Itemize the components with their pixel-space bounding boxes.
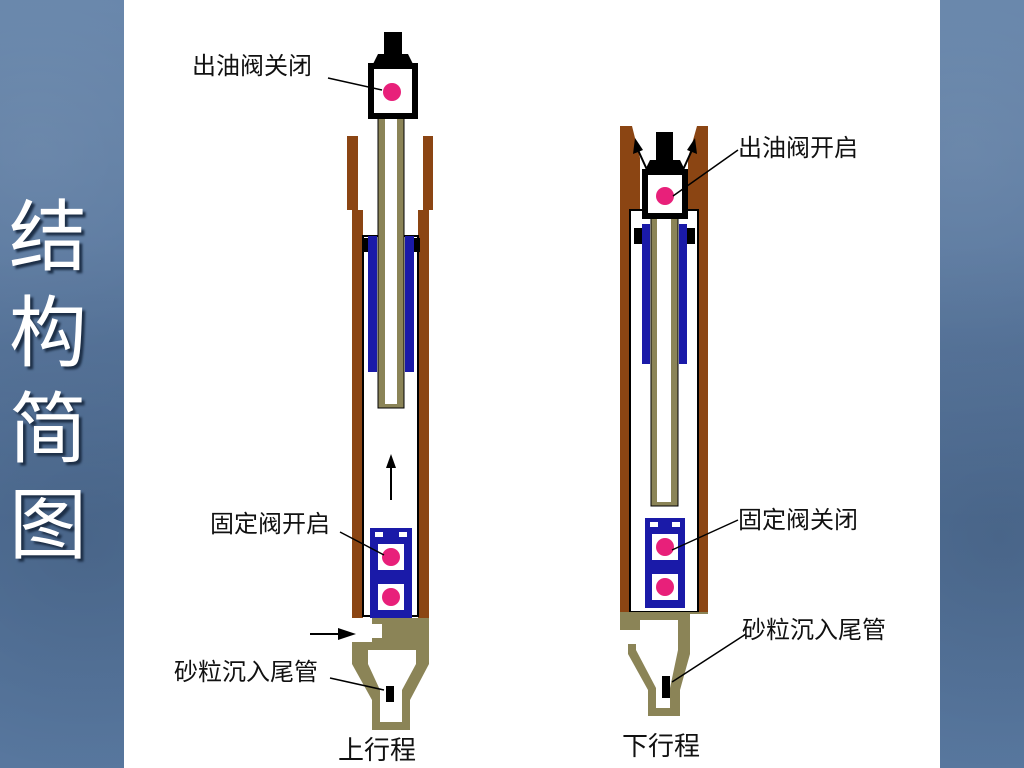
downstroke-valve-stem [656, 132, 673, 166]
upstroke-barrel-right-wall [418, 136, 433, 618]
leader-line [329, 677, 385, 691]
upstroke-discharge-ball [383, 83, 401, 101]
downstroke-valve-slot [650, 522, 658, 527]
leader-line [671, 633, 747, 683]
title-char: 结 [8, 193, 87, 283]
title-char: 简 [8, 385, 87, 475]
downstroke-plunger-collar-r [687, 228, 695, 244]
upstroke-sand-label: 砂粒沉入尾管 [174, 658, 318, 686]
downstroke-flow-arrowhead-left [633, 138, 643, 154]
upstroke-barrel-left-wall [347, 136, 363, 618]
upstroke-standing-ball-1 [382, 548, 400, 566]
upstroke-standing-ball-2 [382, 588, 400, 606]
downstroke-standing-ball-1 [656, 538, 674, 556]
downstroke-flow-arrowhead-right [687, 138, 697, 154]
downstroke-plunger-right [679, 224, 687, 364]
upstroke-caption: 上行程 [338, 736, 417, 766]
downstroke-sand-particle [662, 676, 670, 698]
downstroke-pump [620, 126, 747, 716]
upstroke-tail-bore [368, 624, 416, 722]
downstroke-valve-slot [672, 522, 680, 527]
leader-line [327, 77, 383, 91]
leader-line [339, 531, 385, 556]
upstroke-plunger-left [368, 236, 377, 372]
downstroke-discharge-ball [656, 187, 674, 205]
upstroke-discharge-valve-label: 出油阀关闭 [192, 52, 312, 80]
downstroke-standing-ball-2 [656, 578, 674, 596]
downstroke-caption: 下行程 [622, 732, 701, 762]
downstroke-sand-label: 砂粒沉入尾管 [742, 616, 886, 644]
downstroke-plunger-left [642, 224, 650, 364]
right-side-panel [940, 0, 1024, 768]
title-char: 构 [8, 289, 87, 379]
upstroke-valve-slot [399, 532, 407, 537]
leader-line [671, 519, 739, 551]
upstroke-valve-slot [375, 532, 383, 537]
downstroke-flow-arrow-left [637, 149, 649, 173]
upstroke-inlet-arrowhead [338, 628, 356, 640]
title-char: 图 [8, 481, 87, 571]
upstroke-standing-valve-label: 固定阀开启 [210, 510, 330, 538]
slide-title: 结 构 简 图 [0, 190, 96, 574]
upstroke-side-inlet [352, 624, 382, 638]
upstroke-plunger-right [405, 236, 414, 372]
upstroke-plunger-collar-r [414, 238, 420, 252]
downstroke-flow-arrow-right [681, 149, 693, 173]
upstroke-pump [310, 32, 433, 730]
left-side-panel [0, 0, 124, 768]
upstroke-flow-arrowhead [386, 454, 396, 468]
upstroke-sand-particle [386, 686, 394, 702]
downstroke-standing-valve-label: 固定阀关闭 [738, 506, 858, 534]
downstroke-valve-cage [642, 169, 688, 219]
upstroke-valve-stem [384, 32, 402, 58]
leader-line [672, 149, 739, 197]
downstroke-rod-bore [657, 214, 671, 502]
upstroke-rod-bore [385, 118, 397, 404]
downstroke-plunger-collar-l [634, 228, 642, 244]
upstroke-plunger-collar-l [362, 238, 368, 252]
downstroke-discharge-valve-label: 出油阀开启 [738, 134, 858, 162]
